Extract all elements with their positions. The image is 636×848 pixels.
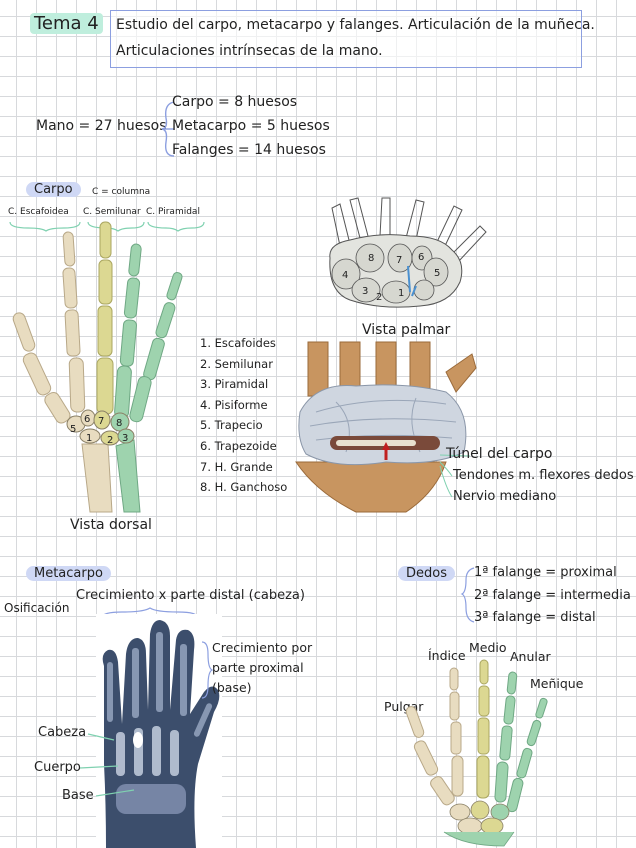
mano-brace [161,101,175,157]
tunnel-label: Túnel del carpo [446,446,553,462]
column-escafoidea: C. Escafoidea [8,207,69,217]
bone-item: 3. Piramidal [200,377,269,392]
palmar-caption: Vista palmar [362,322,451,338]
palmar-num-7: 7 [396,255,402,266]
carpo-heading: Carpo [26,182,81,197]
hand-dorsal-illustration: 5 6 7 8 1 2 3 [12,221,183,513]
dedos-heading: Dedos [398,566,455,581]
xray-hand-illustration [96,614,222,848]
dorsal-num-5: 5 [70,424,76,435]
dorsal-caption: Vista dorsal [70,517,152,533]
column-braces [9,221,205,232]
metacarpo-heading: Metacarpo [26,566,111,581]
tendons-label: Tendones m. flexores dedos [453,468,634,483]
hand-fingers-illustration [405,659,548,847]
title-line-1: Estudio del carpo, metacarpo y falanges.… [116,17,595,33]
phalanx-2: 2ª falange = intermedia [474,588,631,603]
palmar-num-5: 5 [434,268,440,279]
palmar-num-4: 4 [342,270,348,281]
distal-brace [101,607,199,619]
bone-item: 4. Pisiforme [200,397,268,412]
title-box [110,10,582,68]
dorsal-num-3: 3 [122,433,128,444]
tema-badge: Tema 4 [30,13,103,34]
mano-item-carpo: Carpo = 8 huesos [172,94,298,110]
part-cabeza: Cabeza [38,725,87,740]
carpal-tunnel-illustration [295,341,477,513]
growth-proximal-1: Crecimiento por [212,640,313,655]
bone-item: 1. Escafoides [200,336,276,350]
bone-item: 7. H. Grande [200,459,273,474]
palmar-num-8: 8 [368,253,374,264]
dorsal-num-7: 7 [98,416,104,427]
palmar-num-3: 3 [362,286,368,297]
palmar-num-6: 6 [418,252,424,263]
proximal-brace [201,641,214,699]
growth-distal-label: Crecimiento x parte distal (cabeza) [76,588,305,603]
finger-indice: Índice [428,648,466,663]
mano-item-falanges: Falanges = 14 huesos [172,142,326,158]
bone-list: 1. Escafoides 2. Semilunar 3. Piramidal … [200,333,287,498]
dedos-brace [460,567,475,623]
dorsal-num-2: 2 [107,435,113,446]
bone-item: 5. Trapecio [200,418,263,433]
part-cuerpo: Cuerpo [34,760,81,775]
palmar-view-illustration: 8 7 6 4 3 2 1 5 [329,197,487,308]
part-base: Base [62,788,94,803]
carpo-note: C = columna [92,187,151,197]
phalanx-1: 1ª falange = proximal [474,565,617,580]
finger-anular: Anular [510,649,551,664]
mano-item-metacarpo: Metacarpo = 5 huesos [172,118,330,134]
dorsal-num-8: 8 [116,418,122,429]
growth-proximal-3: (base) [212,680,252,695]
finger-medio: Medio [469,640,507,655]
dorsal-num-6: 6 [84,414,90,425]
mano-total: Mano = 27 huesos [36,118,167,134]
growth-proximal-2: parte proximal [212,660,304,675]
palmar-num-2: 2 [376,292,382,303]
phalanx-3: 3ª falange = distal [474,610,596,625]
dorsal-num-1: 1 [86,433,92,444]
bone-item: 8. H. Ganchoso [200,480,288,495]
nerve-label: Nervio mediano [453,489,557,504]
ossification-label: Osificación [4,601,70,615]
bone-item: 6. Trapezoide [200,438,277,453]
title-line-2: Articulaciones intrínsecas de la mano. [116,43,383,59]
column-semilunar: C. Semilunar [83,207,141,217]
column-piramidal: C. Piramidal [146,207,200,217]
palmar-num-1: 1 [398,288,404,299]
bone-item: 2. Semilunar [200,356,273,371]
finger-menique: Meñique [530,676,584,691]
